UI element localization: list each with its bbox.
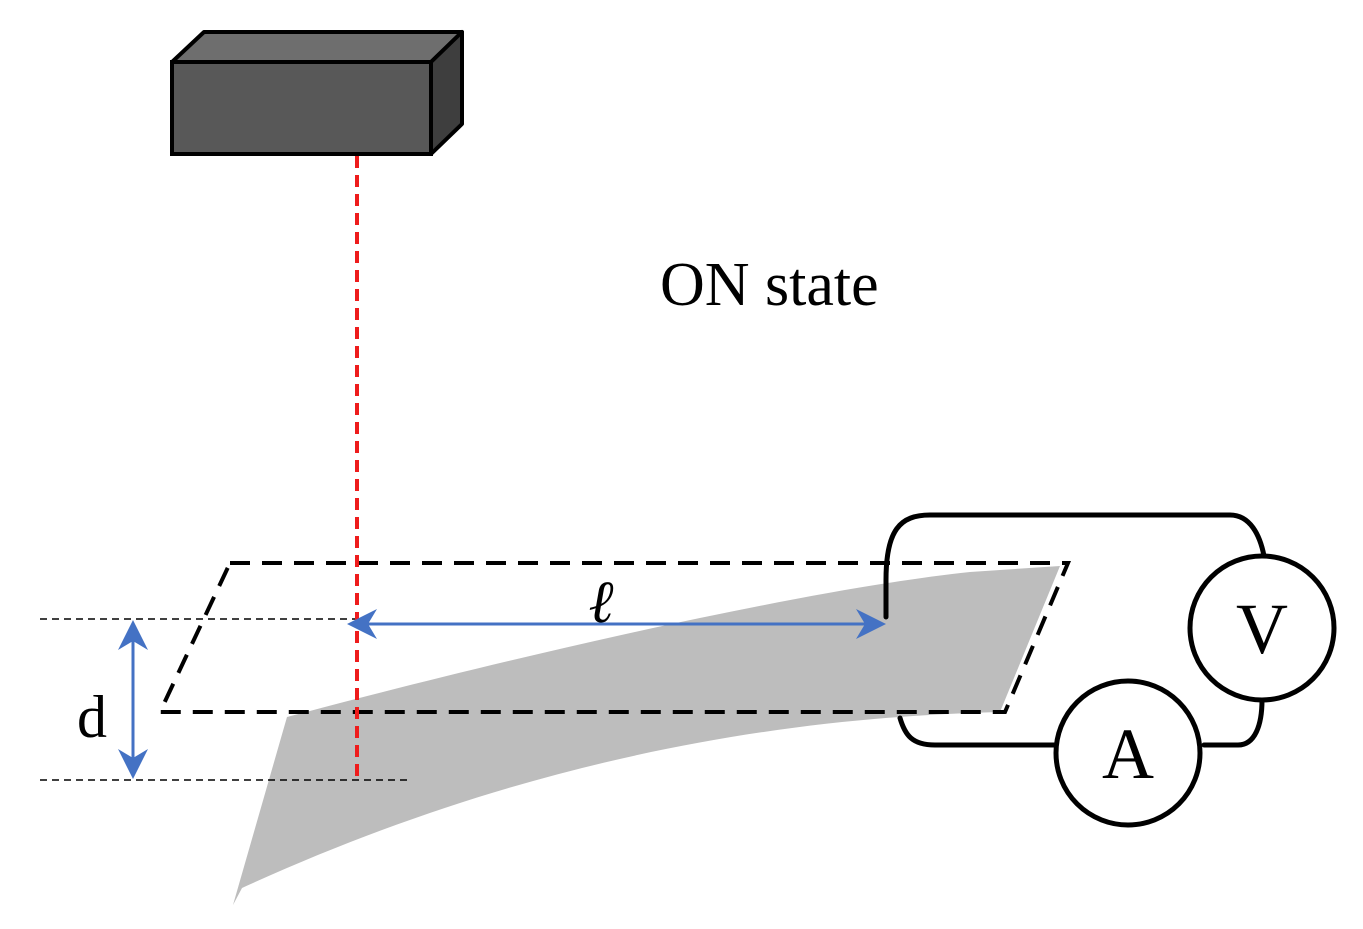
- voltmeter: V: [1187, 553, 1337, 703]
- length-label: ℓ: [589, 569, 614, 635]
- state-title: ON state: [660, 251, 879, 319]
- voltmeter-circle: [1187, 553, 1337, 703]
- wire-top: [883, 512, 1267, 620]
- laser-sensor-top-face: [170, 30, 464, 64]
- measurement-circuit: [883, 512, 1267, 748]
- laser-sensor-front-face: [170, 60, 433, 156]
- ammeter: A: [1053, 678, 1203, 828]
- wire-bottom: [897, 715, 1058, 748]
- cantilever-beam: [233, 566, 1060, 905]
- undeflected-beam-outline: [156, 561, 1072, 714]
- deflection-label: d: [77, 684, 107, 750]
- voltmeter-label: V: [1236, 589, 1288, 669]
- ammeter-circle: [1053, 678, 1203, 828]
- ammeter-label: A: [1102, 714, 1154, 794]
- wire-meter-link: [1201, 697, 1265, 748]
- laser-sensor: [170, 30, 464, 156]
